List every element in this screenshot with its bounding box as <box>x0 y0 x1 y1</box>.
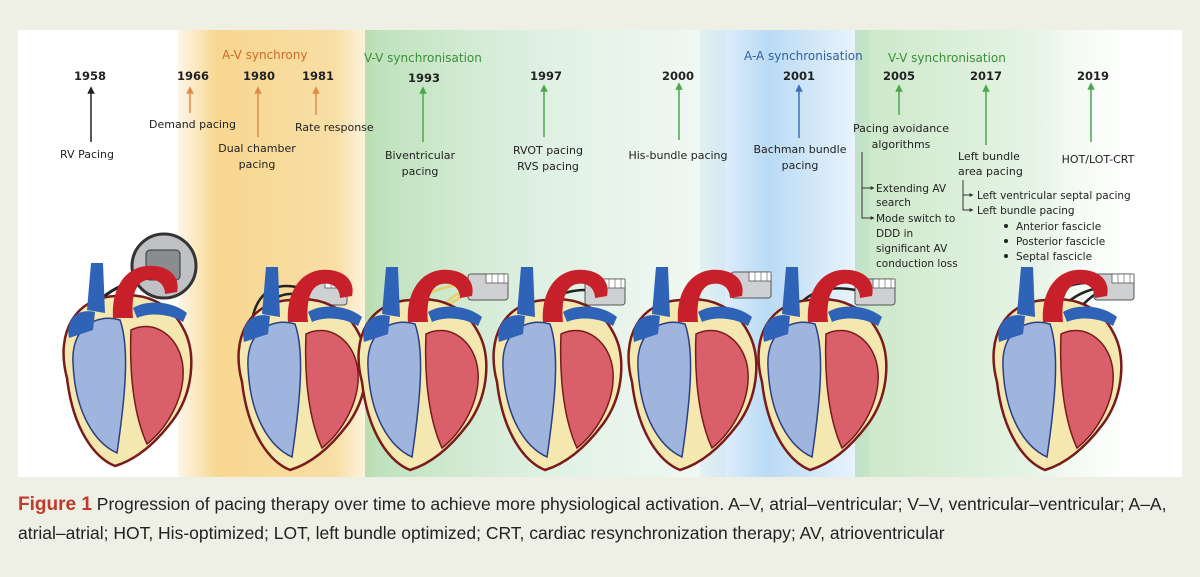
year-1993: 1993 <box>408 71 440 85</box>
label-1980-line2: pacing <box>239 158 276 171</box>
label-2017-line1: Left bundle <box>958 150 1020 163</box>
sub-2005-2: search <box>876 197 911 209</box>
sub-2005-1: Extending AV <box>876 183 947 195</box>
heart-2001-illustration <box>757 265 896 472</box>
label-1993-line1: Biventricular <box>385 149 456 162</box>
caption-text: Progression of pacing therapy over time … <box>18 494 1167 543</box>
sub-2005-4: DDD in <box>876 228 913 240</box>
era-vv1-title: V-V synchronisation <box>364 51 482 65</box>
label-1966: Demand pacing <box>149 118 236 131</box>
heart-1993-illustration <box>357 265 509 472</box>
era-vv2-title: V-V synchronisation <box>888 51 1006 65</box>
year-1958: 1958 <box>74 69 106 83</box>
fascicle-septal: Septal fascicle <box>1016 251 1092 263</box>
label-2017-line2: area pacing <box>958 165 1023 178</box>
year-1997: 1997 <box>530 69 562 83</box>
label-2019: HOT/LOT-CRT <box>1062 153 1135 166</box>
sub-2017-2: Left bundle pacing <box>977 205 1075 217</box>
label-2000: His-bundle pacing <box>628 149 727 162</box>
heart-1958-illustration <box>62 232 198 468</box>
figure-label: Figure 1 <box>18 494 92 515</box>
label-1981: Rate response <box>295 121 374 134</box>
figure-caption: Figure 1 Progression of pacing therapy o… <box>18 490 1186 548</box>
label-1997-line2: RVS pacing <box>517 160 579 173</box>
heart-2000-illustration <box>627 265 772 472</box>
heart-1997-illustration <box>492 265 626 472</box>
sub-2017-1: Left ventricular septal pacing <box>977 190 1131 202</box>
bullet-posterior <box>1004 239 1008 243</box>
branch-arrow-mode-switch <box>861 188 875 220</box>
label-1958: RV Pacing <box>60 148 114 161</box>
year-2017: 2017 <box>970 69 1002 83</box>
heart-2019-illustration <box>992 265 1135 472</box>
bullet-anterior <box>1004 224 1008 228</box>
fascicle-anterior: Anterior fascicle <box>1016 221 1101 233</box>
label-2005-line1: Pacing avoidance <box>853 122 949 135</box>
fascicle-posterior: Posterior fascicle <box>1016 236 1105 248</box>
year-2001: 2001 <box>783 69 815 83</box>
sub-2005-6: conduction loss <box>876 258 958 270</box>
label-1980-line1: Dual chamber <box>218 142 296 155</box>
label-2001-line1: Bachman bundle <box>754 143 847 156</box>
year-1980: 1980 <box>243 69 275 83</box>
sub-2005-5: significant AV <box>876 243 948 255</box>
label-1997-line1: RVOT pacing <box>513 144 583 157</box>
year-2005: 2005 <box>883 69 915 83</box>
sub-2005-3: Mode switch to <box>876 213 955 225</box>
label-1993-line2: pacing <box>402 165 439 178</box>
era-aa-title: A-A synchronisation <box>744 49 863 63</box>
label-2001-line2: pacing <box>782 159 819 172</box>
year-2019: 2019 <box>1077 69 1109 83</box>
label-2005-line2: algorithms <box>872 138 931 151</box>
year-1966: 1966 <box>177 69 209 83</box>
bullet-septal <box>1004 254 1008 258</box>
year-2000: 2000 <box>662 69 694 83</box>
heart-1980-illustration <box>237 265 368 472</box>
era-av-title: A-V synchrony <box>222 48 307 62</box>
branch-arrow-lbb <box>962 180 974 212</box>
year-1981: 1981 <box>302 69 334 83</box>
